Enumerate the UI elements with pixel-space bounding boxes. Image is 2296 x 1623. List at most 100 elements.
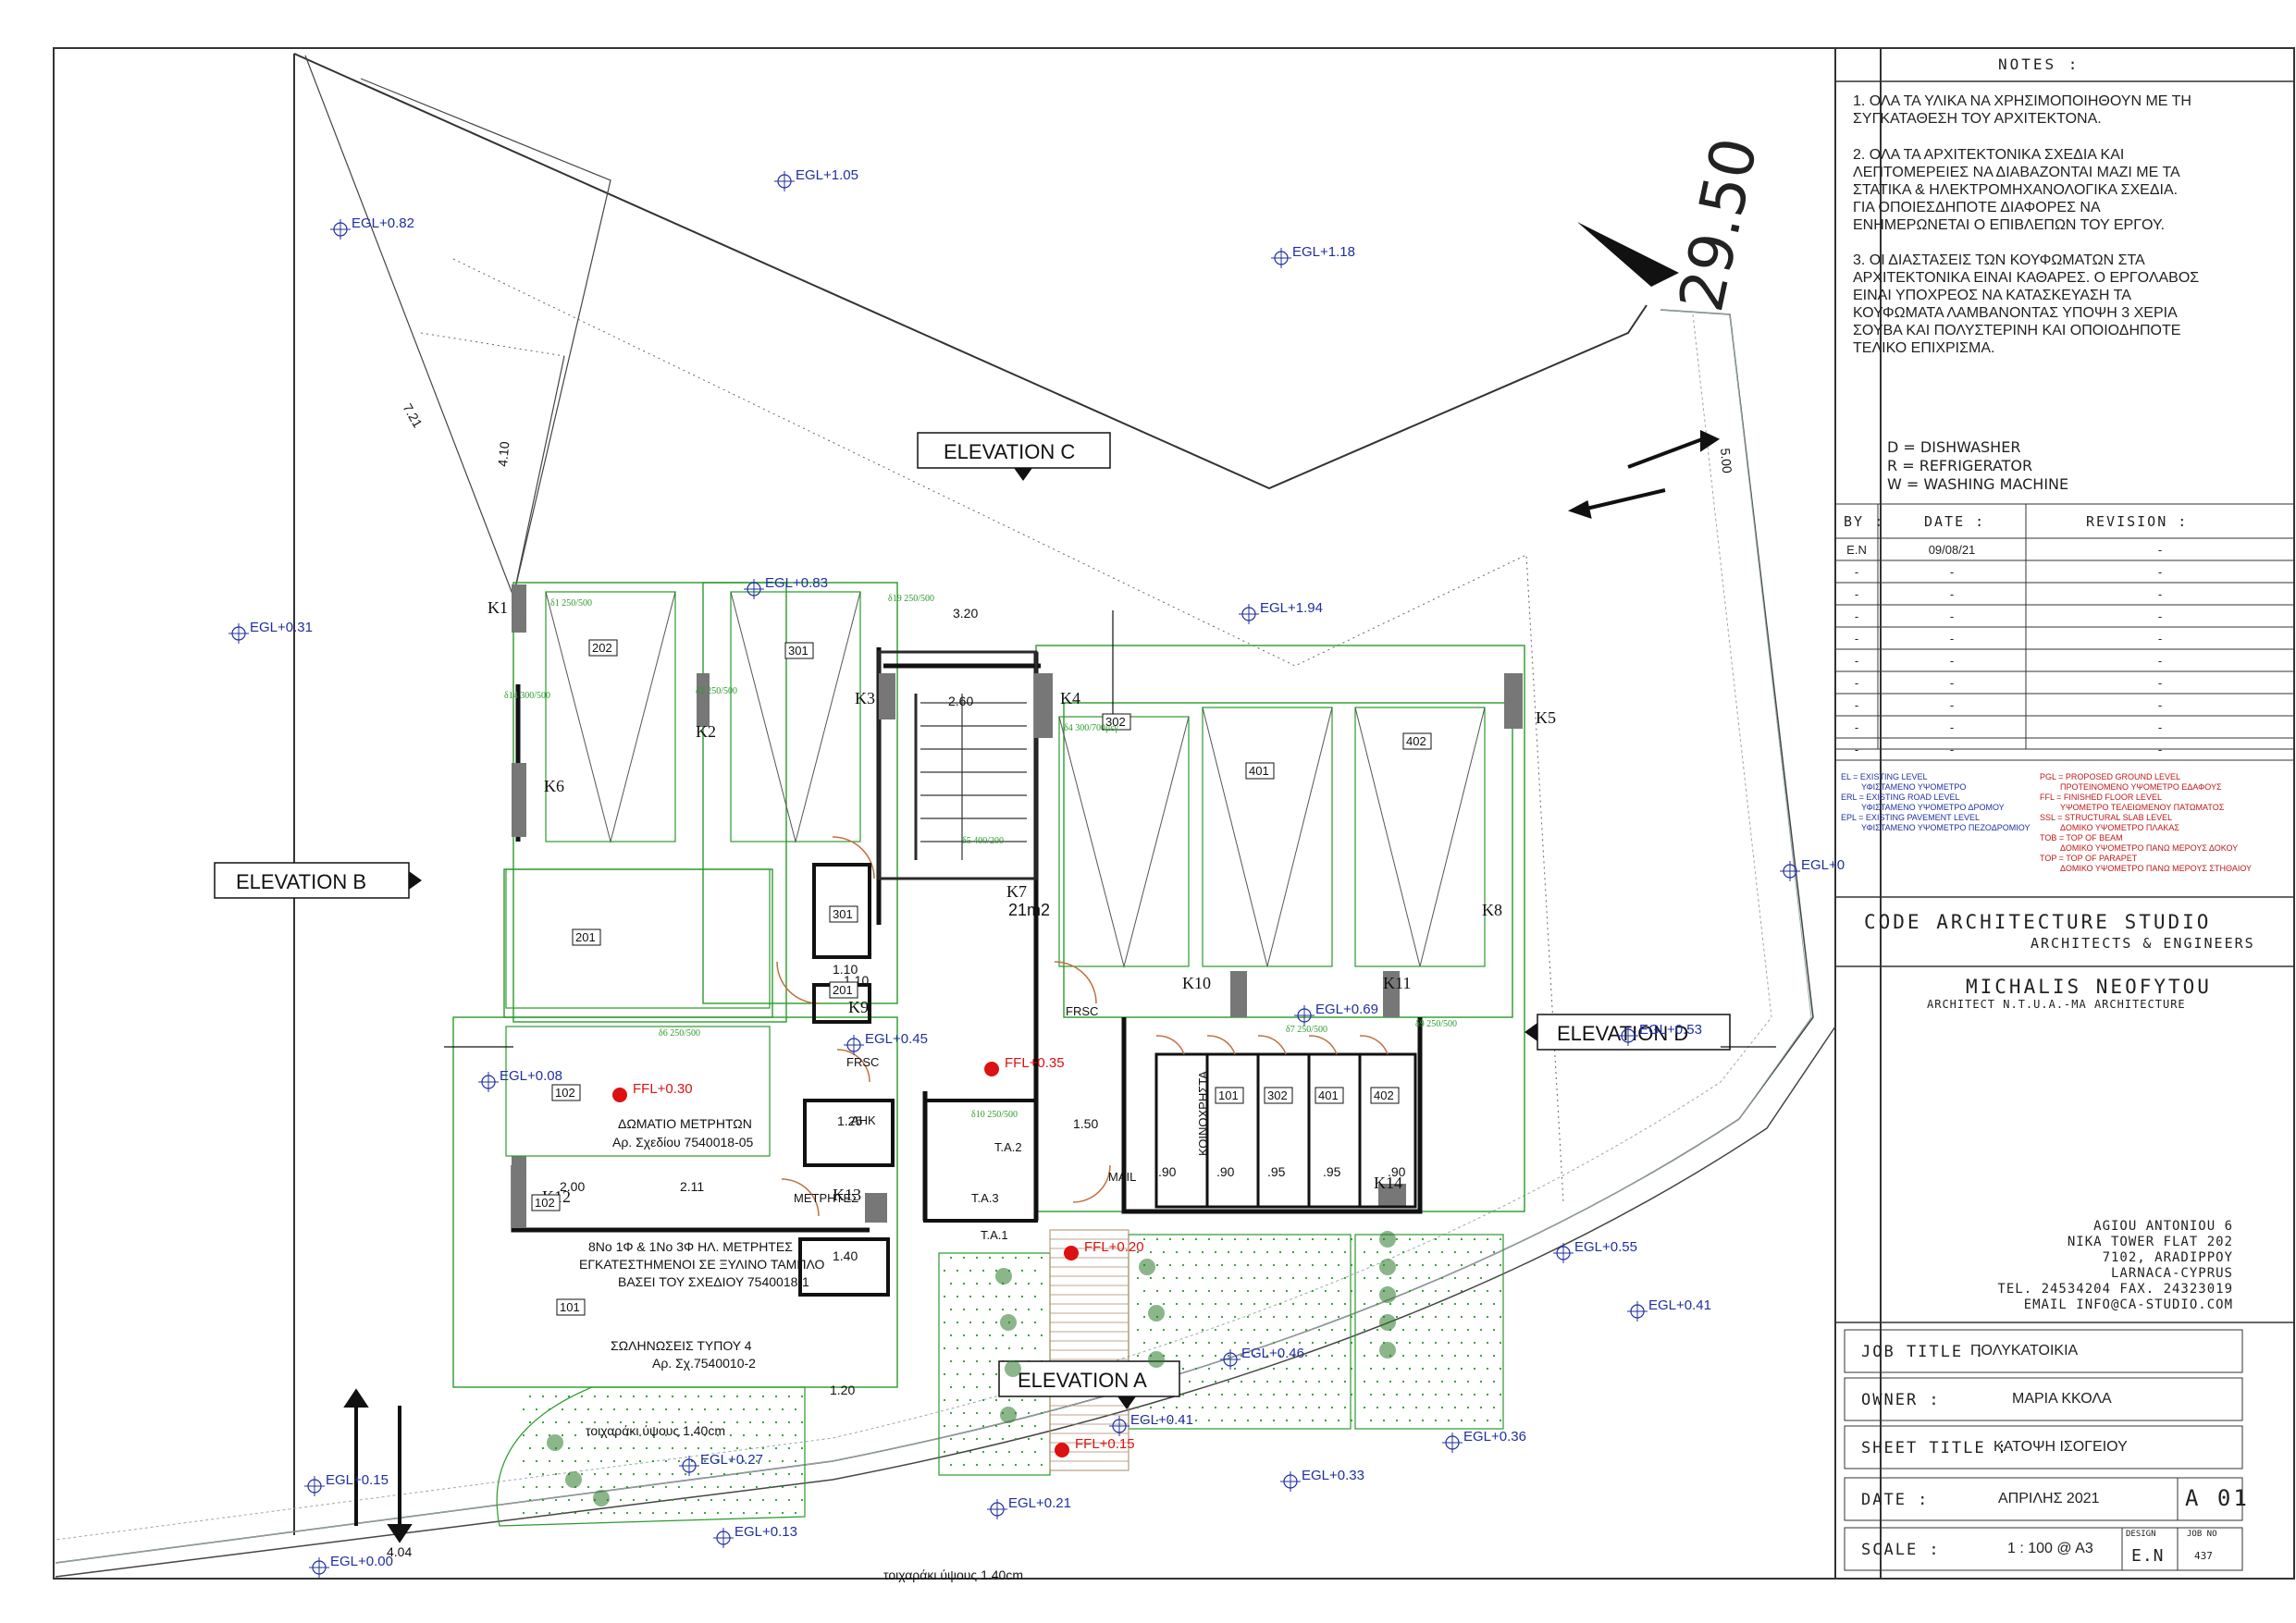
legend-line: SSL = STRUCTURAL SLAB LEVEL — [2040, 813, 2173, 822]
address-line: TEL. 24534204 FAX. 24323019 — [1997, 1282, 2233, 1297]
room-number: 101 — [1218, 1088, 1239, 1102]
legend-line: ΠΡΟΤΕΙΝΟΜΕΝΟ ΥΨΟΜΕΤΡΟ ΕΔΑΦΟΥΣ — [2060, 782, 2222, 792]
column-label: K9 — [848, 998, 869, 1016]
owner-label: OWNER : — [1861, 1391, 1941, 1409]
egl-level-label: EGL+0.41 — [1130, 1412, 1193, 1428]
architect-name: MICHALIS NEOFYTOU — [1966, 976, 2212, 998]
rev-cell: - — [1854, 632, 1859, 646]
rev-cell: 09/08/21 — [1928, 543, 1976, 557]
column-label: K7 — [1006, 882, 1027, 901]
column-label: K6 — [544, 777, 564, 795]
beam-label: δ5 400/200 — [962, 836, 1004, 846]
legend-line: ΔΟΜΙΚΟ ΥΨΟΜΕΤΡΟ ΠΑΝΩ ΜΕΡΟΥΣ ΣΤΗΘΑΙΟΥ — [2060, 864, 2253, 873]
egl-level-label: EGL+0.21 — [1008, 1495, 1071, 1511]
rev-cell: - — [1854, 609, 1859, 623]
sheet-number: A 01 — [2185, 1485, 2250, 1511]
room-number: 302 — [1105, 715, 1126, 729]
note-1: 1. ΟΛΑ ΤΑ ΥΛΙΚΑ ΝΑ ΧΡΗΣΙΜΟΠΟΙΗΘΟΥΝ ΜΕ ΤΗ… — [1853, 93, 2196, 127]
room-number: 301 — [788, 644, 809, 658]
dimension-label: .95 — [1323, 1164, 1341, 1179]
job-no-value: 437 — [2194, 1550, 2213, 1562]
beam-label: δ10 250/500 — [971, 1110, 1018, 1120]
elevation-c — [917, 432, 1111, 481]
dimension-label: 5.00 — [1718, 448, 1734, 474]
meters-note-3: ΒΑΣΕΙ ΤΟΥ ΣΧΕΔΙΟΥ 7540018-1 — [618, 1274, 809, 1289]
rev-cell: - — [1854, 720, 1859, 734]
note-2: 2. ΟΛΑ ΤΑ ΑΡΧΙΤΕΚΤΟΝΙΚΑ ΣΧΕΔΙΑ ΚΑΙ ΛΕΠΤΟ… — [1853, 147, 2184, 233]
rev-cell: - — [1854, 698, 1859, 712]
address-line: NIKA TOWER FLAT 202 — [2067, 1235, 2233, 1249]
rev-cell: - — [2157, 543, 2163, 557]
legend-line: FFL = FINISHED FLOOR LEVEL — [2040, 793, 2162, 802]
dimension-label: 7.21 — [400, 401, 426, 431]
egl-level-label: EGL+0.69 — [1315, 1002, 1378, 1017]
meters-note-1: 8No 1Φ & 1No 3Φ ΗΛ. ΜΕΤΡΗΤΕΣ — [588, 1239, 793, 1254]
room-number: 302 — [1267, 1088, 1288, 1102]
egl-level-label: EGL+0.27 — [700, 1452, 763, 1468]
rev-cell: - — [1854, 565, 1859, 579]
egl-level-label: EGL+0.00 — [330, 1554, 393, 1569]
legend-line: PGL = PROPOSED GROUND LEVEL — [2040, 772, 2180, 781]
egl-level-label: EGL+0 — [1801, 857, 1845, 873]
dimension-label: 4.10 — [495, 441, 512, 468]
legend-line: ΥΦΙΣΤΑΜΕΝΟ ΥΨΟΜΕΤΡΟ — [1861, 782, 1967, 792]
egl-level-label: EGL+0.41 — [1648, 1297, 1711, 1313]
room-number: 202 — [592, 641, 612, 655]
rev-cell: - — [2157, 743, 2163, 756]
ta2-label: Τ.Α.2 — [994, 1140, 1022, 1154]
address-line: 7102, ARADIPPOY — [2102, 1250, 2233, 1265]
column-label: K4 — [1060, 689, 1080, 707]
dimension-label: 1.20 — [830, 1383, 855, 1397]
legend-line: ΥΨΟΜΕΤΡΟ ΤΕΛΕΙΩΜΕΝΟΥ ΠΑΤΩΜΑΤΟΣ — [2060, 803, 2225, 812]
rev-cell: - — [1949, 654, 1955, 668]
dimension-label: 1.10 — [833, 962, 858, 977]
rev-header-date: DATE : — [1924, 513, 1986, 530]
scale-value: 1 : 100 @ A3 — [2007, 1541, 2093, 1556]
dimension-label: 3.20 — [953, 606, 978, 621]
rev-cell: - — [1949, 676, 1955, 690]
studio-sub: ARCHITECTS & ENGINEERS — [2031, 935, 2255, 952]
column-label: K11 — [1383, 974, 1411, 992]
legend-line: ΔΟΜΙΚΟ ΥΨΟΜΕΤΡΟ ΠΛΑΚΑΣ — [2060, 823, 2179, 832]
dimension-label: .90 — [1388, 1164, 1406, 1179]
scale-label: SCALE : — [1861, 1541, 1941, 1559]
rev-cell: - — [1854, 676, 1859, 690]
rev-cell: - — [1949, 743, 1955, 756]
room-number: 102 — [535, 1196, 555, 1210]
note-3: 3. ΟΙ ΔΙΑΣΤΑΣΕΙΣ ΤΩΝ ΚΟΥΦΩΜΑΤΩΝ ΣΤΑ ΑΡΧΙ… — [1853, 252, 2203, 356]
egl-level-label: EGL+0.53 — [1639, 1022, 1702, 1038]
owner-value: ΜΑΡΙΑ ΚΚΟΛΑ — [2012, 1391, 2112, 1407]
dimension-label: 2.11 — [680, 1179, 704, 1194]
column-label: K1 — [488, 598, 508, 617]
elevation-b-label: ELEVATION B — [236, 870, 366, 893]
elevation-d-label: ELEVATION D — [1557, 1022, 1688, 1045]
abbr-dishwasher: D = DISHWASHER — [1887, 438, 2021, 456]
egl-level-label: EGL+0.36 — [1463, 1429, 1526, 1445]
egl-level-label: EGL+0.13 — [734, 1524, 797, 1540]
rev-cell: - — [2157, 676, 2163, 690]
column-label: K5 — [1536, 708, 1556, 727]
pipes-note-1: ΣΩΛΗΝΩΣΕΙΣ ΤΥΠΟΥ 4 — [611, 1338, 752, 1353]
design-value: E.N — [2131, 1546, 2165, 1566]
parcel-length-label: 29.50 — [1665, 131, 1771, 317]
rev-cell: - — [2157, 565, 2163, 579]
address-line: EMAIL INFO@CA-STUDIO.COM — [2023, 1297, 2233, 1312]
beam-label: δ9 250/500 — [1415, 1019, 1457, 1029]
storage-label: ΚΟΙΝΟΧΡΗΣΤΑ — [1196, 1071, 1210, 1156]
date-value: ΑΠΡΙΛΗΣ 2021 — [1998, 1491, 2100, 1506]
egl-level-label: EGL+0.31 — [250, 620, 313, 635]
date-label: DATE : — [1861, 1491, 1930, 1509]
legend-line: EPL = EXISTING PAVEMENT LEVEL — [1841, 813, 1980, 822]
studio-name: CODE ARCHITECTURE STUDIO — [1864, 911, 2212, 933]
legend-line: ΥΦΙΣΤΑΜΕΝΟ ΥΨΟΜΕΤΡΟ ΔΡΟΜΟΥ — [1861, 803, 2005, 812]
elevation-c-label: ELEVATION C — [944, 440, 1075, 463]
meter-room-ref: Αρ. Σχεδίου 7540018-05 — [612, 1135, 754, 1150]
rev-cell: E.N — [1846, 543, 1867, 557]
rev-cell: - — [2157, 609, 2163, 623]
legend-line: ΥΦΙΣΤΑΜΕΝΟ ΥΨΟΜΕΤΡΟ ΠΕΖΟΔΡΟΜΙΟΥ — [1861, 823, 2031, 832]
mail-label: MAIL — [1108, 1170, 1136, 1184]
